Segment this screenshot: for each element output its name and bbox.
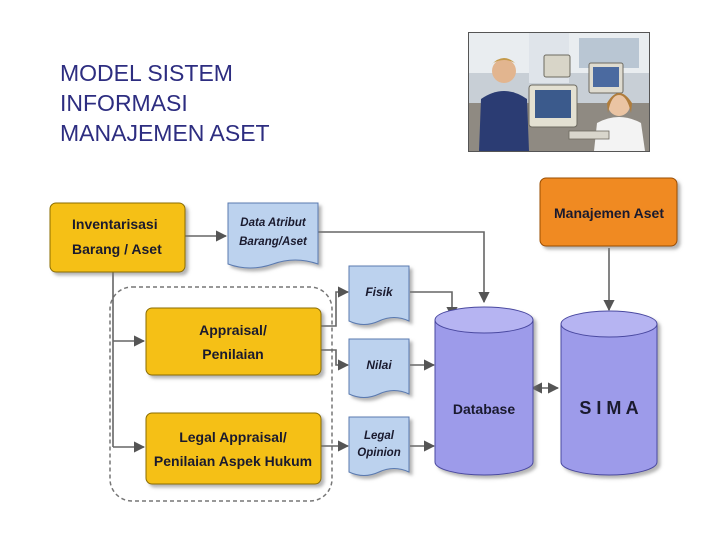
connector-appraisal-to-nilai (321, 349, 350, 371)
connector-atribut-to-database (318, 231, 490, 304)
fisik-label: Fisik (365, 285, 394, 299)
inventarisasi-box: Inventarisasi Barang / Aset (49, 202, 186, 273)
legal-opinion-line2: Opinion (357, 447, 400, 459)
data-atribut-document: Data Atribut Barang/Aset (227, 202, 319, 269)
legal-opinion-document: Legal Opinion (348, 416, 410, 476)
inventarisasi-line1: Inventarisasi (72, 216, 158, 232)
appraisal-line1: Appraisal/ (199, 322, 267, 338)
page-title-line: INFORMASI (60, 90, 188, 116)
legal-line1: Legal Appraisal/ (179, 429, 287, 445)
connector-fisik-to-database (410, 291, 458, 319)
connectors (112, 230, 615, 453)
database-cylinder (434, 306, 534, 476)
legal-line2: Penilaian Aspek Hukum (154, 453, 312, 469)
nilai-document: Nilai (348, 338, 410, 398)
appraisal-line2: Penilaian (202, 346, 263, 362)
data-atribut-line1: Data Atribut (240, 217, 307, 229)
database-label: Database (453, 401, 515, 417)
legal-opinion-line1: Legal (364, 430, 395, 442)
office-photo (468, 32, 650, 152)
sima-label: S I M A (579, 398, 638, 418)
page-title-line: MODEL SISTEM (60, 60, 233, 86)
sima-cylinder (560, 310, 658, 476)
page-title-line: MANAJEMEN ASET (60, 120, 270, 146)
nilai-label: Nilai (366, 358, 392, 372)
inventarisasi-line2: Barang / Aset (72, 241, 162, 257)
fisik-document: Fisik (348, 265, 410, 325)
appraisal-box: Appraisal/ Penilaian (145, 307, 322, 376)
manajemen-label: Manajemen Aset (554, 205, 664, 221)
legal-appraisal-box: Legal Appraisal/ Penilaian Aspek Hukum (145, 412, 322, 485)
page-title: MODEL SISTEM INFORMASI MANAJEMEN ASET (60, 58, 270, 148)
connector-appraisal-to-fisik (321, 286, 350, 327)
data-atribut-line2: Barang/Aset (239, 236, 308, 248)
manajemen-aset-box: Manajemen Aset (539, 177, 678, 247)
office-computer-users-photo-icon (469, 33, 649, 151)
process-group-frame (109, 286, 333, 502)
